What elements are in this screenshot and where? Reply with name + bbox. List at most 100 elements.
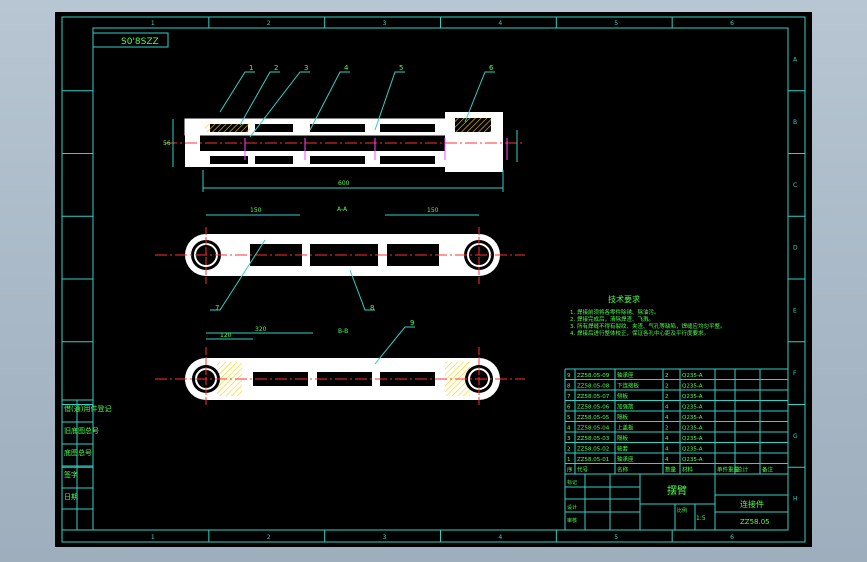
label-1: 1	[249, 64, 253, 72]
bom-cell: 2	[665, 373, 669, 379]
bom-cell: ZZ58.05-01	[577, 457, 609, 463]
bom-header-cell: 单件重量	[717, 466, 740, 474]
bom-cell: 2	[665, 426, 669, 432]
bom-cell: 2	[665, 384, 669, 390]
code-box-text: S0'8SZZ	[121, 37, 159, 47]
title-block-text: 摆臂 连接件 ZZ58.05 1:5 标记 设计 审核 比例	[567, 479, 770, 526]
bom-cell: Q235-A	[682, 405, 703, 411]
grid-bottom-label: 2	[267, 534, 271, 541]
label-7: 7	[215, 304, 219, 312]
label-4: 4	[344, 64, 349, 72]
part-name: 摆臂	[667, 484, 687, 497]
left-strip-label-4: 日期	[64, 493, 78, 501]
bom-cell: 隔板	[617, 434, 629, 442]
grid-side-label: C	[793, 182, 797, 189]
left-strip-label-2: 底图总号	[64, 448, 92, 457]
tech-note-3: 3. 所有焊缝不得有裂纹、夹渣、气孔等缺陷，焊缝应均匀平整。	[570, 322, 726, 330]
dim-bottom-b: 320	[255, 326, 267, 333]
bom-cell: ZZ58.05-05	[577, 415, 610, 421]
bom-cell: 4	[567, 426, 571, 432]
label-8: 8	[370, 304, 374, 312]
bom-cell: Q235-A	[682, 457, 703, 463]
bom-cell: 3	[567, 436, 571, 442]
tb-label-0: 标记	[567, 479, 577, 486]
bom-cell: 侧板	[617, 392, 629, 400]
middle-leaders	[210, 239, 375, 311]
bom-header-cell: 总计	[737, 466, 749, 474]
tech-requirements: 技术要求 1. 焊接前须将各零件除锈、除油污。 2. 焊接完成后，清除焊渣、飞溅…	[570, 294, 726, 337]
bom-cell: 下连接板	[617, 382, 640, 390]
grid-side-label: F	[793, 370, 797, 377]
grid-bottom-label: 5	[614, 534, 618, 541]
grid-bottom-label: 3	[383, 534, 387, 541]
tb-label-8: 审核	[567, 517, 577, 524]
grid-side-label: D	[793, 245, 798, 252]
grid-top-label: 4	[498, 20, 502, 27]
label-2: 2	[274, 64, 278, 72]
bom-cell: 加强筋	[617, 403, 634, 411]
top-view: 600 56	[163, 112, 525, 192]
grid-top-label: 6	[730, 20, 734, 27]
grid-bottom-label: 4	[498, 534, 502, 541]
bom-cell: Q235-A	[682, 415, 703, 421]
bom-cell: 6	[567, 405, 571, 411]
bom-cell: 4	[665, 405, 669, 411]
bom-cell: Q235-A	[682, 436, 703, 442]
view-mark-b: B-B	[338, 328, 348, 335]
left-strip-label-3: 签字	[64, 470, 78, 479]
bom-cell: 4	[665, 457, 669, 463]
bom-cell: ZZ58.05-07	[577, 394, 610, 400]
bom-cell: 隔板	[617, 413, 629, 421]
bom-header-cell: 数量	[665, 466, 677, 474]
dim-right: 150	[427, 207, 439, 214]
bom-cell: ZZ58.05-08	[577, 384, 610, 390]
label-9: 9	[410, 319, 414, 327]
grid-side-label: E	[793, 307, 797, 314]
bom-cell: Q235-A	[682, 426, 703, 432]
top-leader-labels: 1 2 3 4 5 6	[249, 64, 494, 72]
bom-cell: 2	[567, 447, 571, 453]
tech-note-4: 4. 焊接后进行整体校正，保证各孔中心距及平行度要求。	[570, 329, 709, 337]
grid-top-label: 2	[267, 20, 271, 27]
bottom-view: 120 320 B-B 9	[155, 319, 525, 407]
bom-header-cell: 代号	[577, 466, 589, 474]
view-mark-a: A-A	[337, 206, 348, 213]
code-box	[92, 32, 169, 48]
middle-view: 150 150 A-A	[155, 206, 525, 284]
grid-side-label: H	[793, 496, 798, 503]
bom-cell: 7	[567, 394, 571, 400]
bom-cell: ZZ58.05-04	[577, 426, 610, 432]
left-strip-label-1: 旧底图总号	[64, 426, 99, 435]
dim-bottom-a: 120	[220, 332, 232, 339]
company-name: 连接件	[740, 499, 764, 509]
tb-label-13: 比例	[677, 507, 687, 514]
bom-cell: 1	[567, 457, 571, 463]
bom-cell: 轴承座	[617, 371, 634, 379]
bom-cell: ZZ58.05-09	[577, 373, 610, 379]
dim-left: 150	[250, 207, 262, 214]
grid-top-label: 5	[614, 20, 618, 27]
grid-bottom-label: 1	[151, 534, 155, 541]
left-strip	[61, 399, 94, 531]
bom-cell: Q235-A	[682, 394, 703, 400]
drawing-number: ZZ58.05	[740, 518, 770, 526]
title-block	[564, 473, 789, 531]
bom-cell: ZZ58.05-02	[577, 447, 609, 453]
bom-header-cell: 序	[567, 466, 573, 474]
tb-label-6: 设计	[567, 504, 577, 511]
bom-cell: 2	[665, 394, 669, 400]
label-3: 3	[304, 64, 308, 72]
bom-cell: Q235-A	[682, 384, 703, 390]
left-strip-label-0: 借(通)用件登记	[64, 404, 111, 413]
grid-top-label: 3	[383, 20, 387, 27]
grid-side-label: A	[793, 56, 798, 63]
middle-leader-labels: 7 8	[215, 304, 374, 312]
tech-note-2: 2. 焊接完成后，清除焊渣、飞溅。	[570, 315, 654, 323]
bom-header-cell: 名称	[617, 466, 629, 474]
bom-cell: 轴套	[617, 445, 629, 453]
bom-cell: ZZ58.05-06	[577, 405, 610, 411]
grid-side-label: G	[793, 433, 798, 440]
